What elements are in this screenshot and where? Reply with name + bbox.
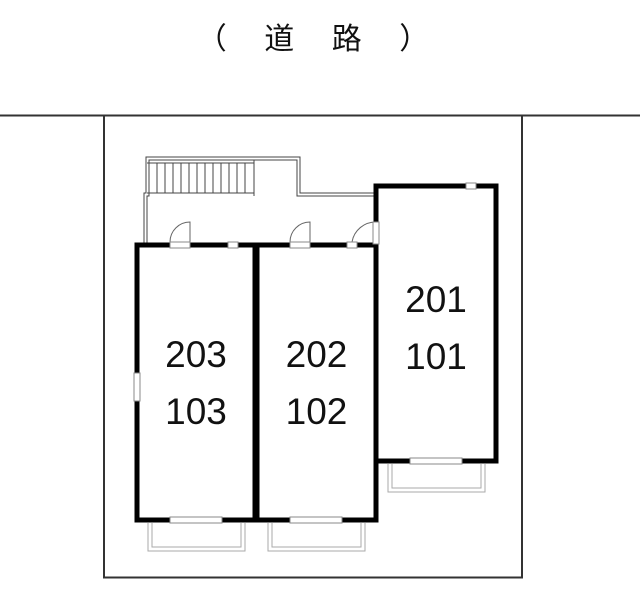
door-icon xyxy=(169,221,191,245)
door-icons xyxy=(169,221,377,245)
site-boundary xyxy=(103,114,523,579)
unit-upper-number: 202 xyxy=(285,334,348,375)
unit-203-103: 203 103 xyxy=(137,326,255,440)
door-icon xyxy=(289,221,311,245)
unit-lower-number: 101 xyxy=(405,336,467,377)
unit-upper-number: 201 xyxy=(405,279,467,320)
balconies xyxy=(147,464,486,552)
unit-lower-number: 102 xyxy=(285,391,348,432)
unit-lower-number: 103 xyxy=(165,391,227,432)
road-label: （ 道 路 ） xyxy=(196,22,444,57)
openings xyxy=(133,182,477,524)
unit-201-101: 201 101 xyxy=(376,271,496,385)
unit-upper-number: 203 xyxy=(165,334,227,375)
common-corridor xyxy=(143,156,376,247)
stairs xyxy=(147,160,255,196)
unit-202-102: 202 102 xyxy=(257,326,376,440)
